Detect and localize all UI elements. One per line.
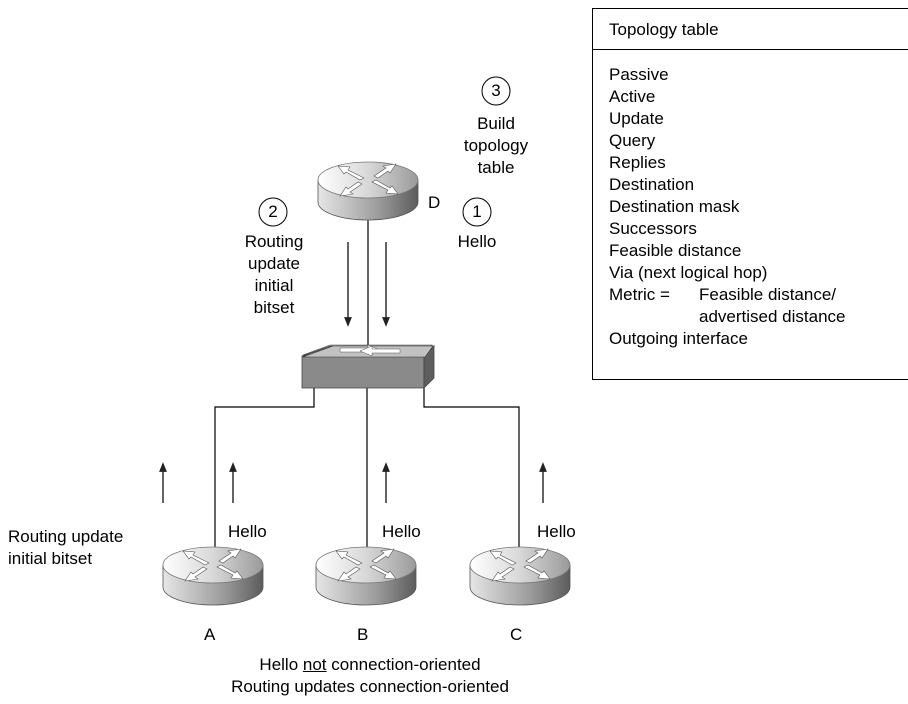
step-2-line: bitset: [253, 298, 295, 317]
step-2-label: Routing update initial bitset: [222, 231, 326, 319]
step-1-circle: [462, 197, 492, 227]
hello-label-b: Hello: [382, 522, 421, 541]
router-a-label: A: [204, 625, 216, 644]
step-2-number: 2: [268, 202, 278, 221]
update-arrows: [159, 242, 547, 503]
router-c-icon: [469, 546, 571, 606]
topology-item: Destination: [609, 175, 695, 194]
step-2-line: Routing: [244, 232, 304, 251]
topology-item-last: Outgoing interface: [609, 329, 748, 348]
topology-metric-row: Metric = Feasible distance/: [609, 284, 907, 306]
topology-table-box: Topology table Passive Active Update Que…: [592, 8, 908, 380]
step-2-line: initial: [254, 276, 294, 295]
footer-notes: Hello not connection-oriented Routing up…: [180, 654, 560, 698]
step-1-label: Hello: [457, 232, 497, 251]
footer-line1: Hello not connection-oriented: [180, 654, 560, 676]
metric-value-line1: Feasible distance/: [699, 285, 837, 304]
topology-item: Active: [609, 87, 656, 106]
footer-line1-emphasis: not: [302, 655, 327, 674]
routing-update-line1: Routing update: [8, 527, 124, 546]
topology-item: Destination mask: [609, 197, 740, 216]
topology-table-list: Passive Active Update Query Replies Dest…: [609, 64, 907, 350]
topology-item: Passive: [609, 65, 669, 84]
router-a-icon: [162, 546, 264, 606]
router-b-label: B: [357, 625, 369, 644]
hello-label-a: Hello: [228, 522, 267, 541]
hello-label-c: Hello: [537, 522, 576, 541]
step-3-circle: [481, 76, 511, 106]
topology-item: Feasible distance: [609, 241, 742, 260]
step-2-line: update: [248, 254, 300, 273]
topology-item: Update: [609, 109, 664, 128]
router-c-label: C: [510, 625, 523, 644]
step-circles: [258, 76, 511, 227]
router-b-icon: [315, 546, 417, 606]
router-d-icon: [317, 161, 419, 221]
switch-icon: [301, 344, 435, 389]
footer-line2: Routing updates connection-oriented: [231, 677, 509, 696]
routing-update-line2: initial bitset: [8, 549, 93, 568]
topology-item: Replies: [609, 153, 666, 172]
metric-value-line2: advertised distance: [699, 307, 846, 326]
topology-item: Query: [609, 131, 656, 150]
topology-item: Via (next logical hop): [609, 263, 768, 282]
topology-table-title: Topology table: [609, 20, 719, 39]
step-3-line: topology: [463, 136, 529, 155]
connection-lines: [214, 205, 520, 556]
topology-table-header: Topology table: [593, 9, 908, 50]
router-d-label: D: [428, 193, 441, 212]
link-switch-a: [214, 388, 315, 556]
step-1-number: 1: [472, 202, 482, 221]
step-3-label: Build topology table: [452, 113, 540, 179]
metric-label: Metric =: [609, 285, 670, 304]
step-2-circle: [258, 197, 288, 227]
step-3-line: table: [477, 158, 515, 177]
step-3-line: Build: [477, 114, 515, 133]
link-switch-c: [423, 388, 520, 556]
footer-line1-suffix: connection-oriented: [326, 655, 481, 674]
topology-item: Successors: [609, 219, 697, 238]
footer-line1-prefix: Hello: [259, 655, 303, 674]
routing-update-label: Routing update initial bitset: [8, 526, 158, 570]
step-3-number: 3: [491, 81, 501, 100]
